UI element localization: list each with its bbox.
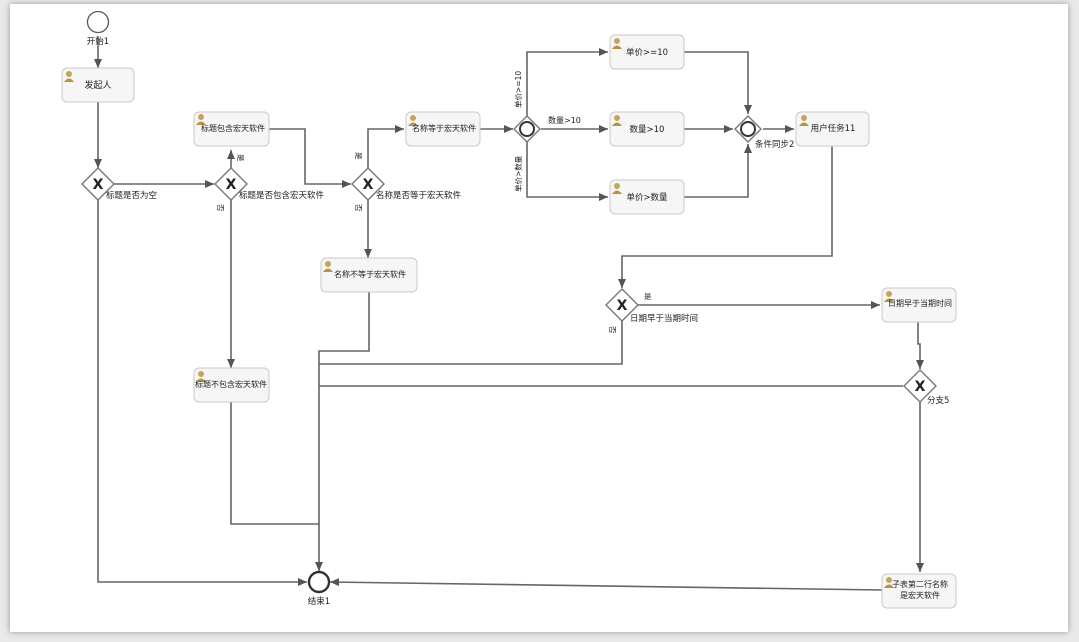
flow-label-yes-gw4: 是: [644, 292, 652, 301]
user-icon: [64, 71, 74, 82]
task-price-ge-10[interactable]: 单价>=10: [609, 34, 685, 70]
flow-label-price-ge-10: 单价>=10: [513, 71, 523, 108]
flow-title-not-contains-end[interactable]: [230, 402, 319, 525]
sequence-flows: [94, 36, 924, 591]
task-initiator-label: 发起人: [84, 79, 111, 91]
diagram-canvas: 开始1 结束1 发起人 标题包含宏天软件 标题不包含宏天软件 名称等于宏天软件 …: [10, 4, 1068, 632]
end-event-label: 结束1: [308, 596, 330, 607]
gateway-name-equals-label: 名称是否等于宏天软件: [376, 190, 462, 201]
x-icon: X: [617, 298, 628, 314]
end-event[interactable]: 结束1: [308, 570, 330, 607]
x-icon: X: [915, 379, 926, 395]
gateway-name-equals[interactable]: X 名称是否等于宏天软件: [351, 167, 462, 201]
flow-incl1-price-gt-qty[interactable]: [526, 142, 608, 201]
user-icon: [799, 115, 809, 126]
gateway-title-empty[interactable]: X 标题是否为空: [81, 167, 157, 201]
user-icon: [612, 38, 622, 49]
flow-price-ge-10-sync[interactable]: [684, 51, 752, 114]
flow-label-yes-gw3: 是: [354, 152, 363, 160]
flow-title-contains-gw3[interactable]: [269, 128, 351, 188]
gateway-date-earlier[interactable]: X 日期早于当期时间: [605, 288, 698, 324]
task-title-contains[interactable]: 标题包含宏天软件: [193, 111, 270, 147]
bpmn-diagram: 开始1 结束1 发起人 标题包含宏天软件 标题不包含宏天软件 名称等于宏天软件 …: [61, 10, 957, 609]
flow-name-not-equals-end[interactable]: [315, 292, 370, 571]
user-icon: [408, 115, 418, 126]
x-icon: X: [93, 177, 104, 193]
user-icon: [323, 261, 333, 272]
task-subtable-name-label-line2: 是宏天软件: [900, 590, 940, 600]
task-title-not-contains[interactable]: 标题不包含宏天软件: [193, 367, 270, 403]
gateway-inclusive-split[interactable]: [513, 115, 541, 143]
start-event-label: 开始1: [87, 36, 109, 47]
task-date-earlier-label: 日期早于当期时间: [888, 298, 952, 308]
user-icon: [612, 183, 622, 194]
user-icon: [612, 115, 622, 126]
task-user-task-11[interactable]: 用户任务11: [795, 111, 870, 147]
start-event[interactable]: 开始1: [87, 10, 109, 48]
task-date-earlier[interactable]: 日期早于当期时间: [881, 287, 957, 323]
task-title-not-contains-label: 标题不包含宏天软件: [195, 379, 267, 389]
task-user-task-11-label: 用户任务11: [811, 123, 856, 134]
flow-gw3-name-equals[interactable]: [367, 125, 404, 168]
task-name-not-equals[interactable]: 名称不等于宏天软件: [320, 257, 418, 293]
task-name-equals[interactable]: 名称等于宏天软件: [405, 111, 481, 147]
flow-date-earlier-gw5[interactable]: [916, 322, 924, 369]
task-subtable-name-label-line1: 子表第二行名称: [892, 579, 948, 589]
flow-label-yes-gw2: 是: [236, 154, 245, 162]
task-initiator[interactable]: 发起人: [61, 67, 135, 103]
circle-icon: [740, 121, 756, 137]
flow-price-gt-qty-sync[interactable]: [684, 144, 752, 198]
user-icon: [196, 371, 206, 382]
flow-label-no-gw4: 否: [608, 326, 617, 334]
task-qty-gt-10[interactable]: 数量>10: [609, 111, 685, 147]
task-price-gt-qty[interactable]: 单价>数量: [609, 179, 685, 215]
x-icon: X: [363, 177, 374, 193]
flow-subtable-end[interactable]: [329, 578, 883, 591]
flow-incl1-price-ge-10[interactable]: [526, 48, 608, 116]
task-name-equals-label: 名称等于宏天软件: [412, 123, 476, 133]
gateway-branch-5[interactable]: X 分支5: [903, 369, 949, 406]
gateway-title-contains[interactable]: X 标题是否包含宏天软件: [214, 167, 325, 201]
gateway-date-earlier-label: 日期早于当期时间: [630, 313, 698, 324]
circle-icon: [519, 121, 535, 137]
task-price-gt-qty-label: 单价>数量: [626, 192, 668, 203]
task-title-contains-label: 标题包含宏天软件: [201, 123, 265, 133]
flow-label-no-gw3: 否: [354, 204, 363, 212]
flow-label-no-gw2: 否: [216, 204, 225, 212]
flow-gw1-end[interactable]: [97, 200, 307, 586]
task-subtable-name[interactable]: 子表第二行名称 是宏天软件: [881, 573, 957, 609]
gateway-sync-2-label: 条件同步2: [755, 139, 794, 150]
user-icon: [884, 577, 894, 588]
flow-user-task-11-gw4[interactable]: [618, 146, 833, 288]
gateway-title-contains-label: 标题是否包含宏天软件: [239, 190, 325, 201]
gateway-branch-5-label: 分支5: [927, 395, 949, 406]
flow-label-qty-gt-10: 数量>10: [548, 115, 581, 125]
user-icon: [196, 114, 206, 125]
gateway-title-empty-label: 标题是否为空: [106, 190, 157, 201]
flow-label-price-gt-qty: 单价>数量: [513, 155, 523, 192]
task-name-not-equals-label: 名称不等于宏天软件: [334, 269, 406, 279]
task-price-ge-10-label: 单价>=10: [626, 47, 668, 58]
x-icon: X: [226, 177, 237, 193]
flow-gw4-end[interactable]: [319, 321, 623, 365]
gateway-sync-2[interactable]: 条件同步2: [734, 115, 794, 150]
user-icon: [884, 291, 894, 302]
task-qty-gt-10-label: 数量>10: [630, 124, 665, 135]
